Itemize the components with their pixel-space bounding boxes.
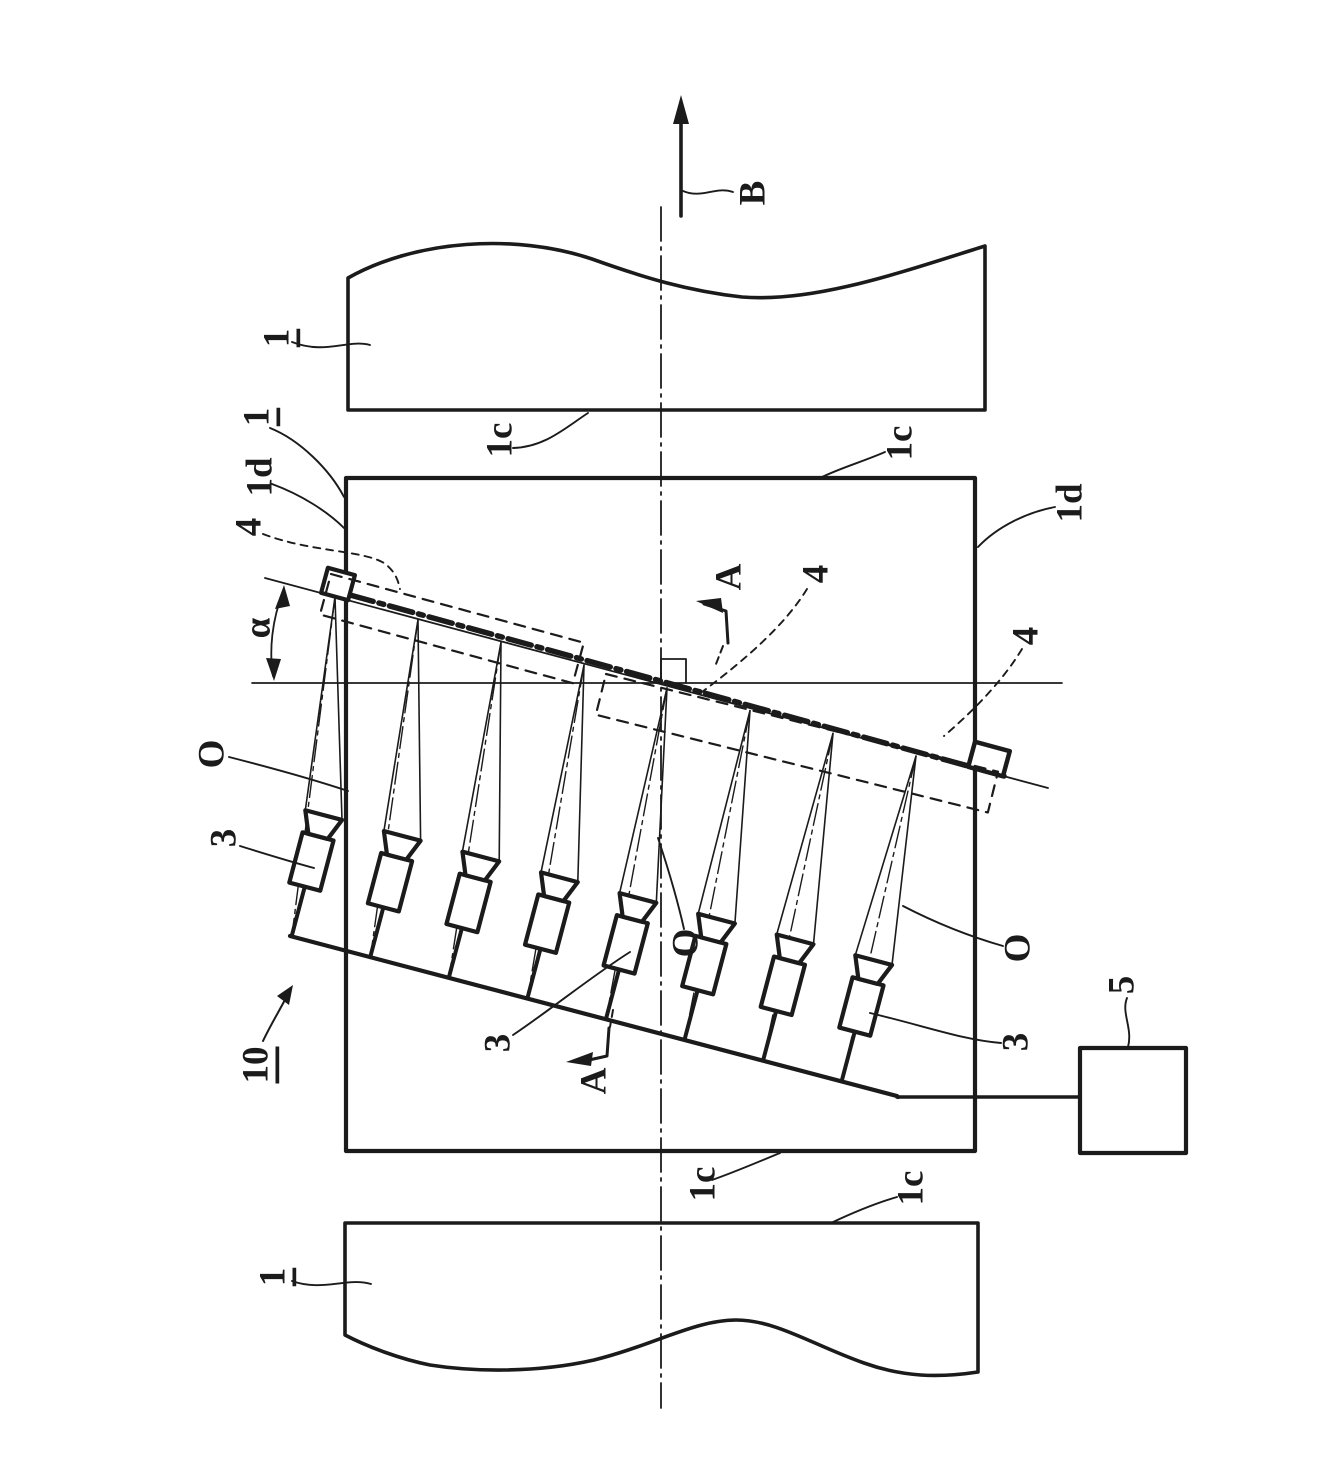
print-unit xyxy=(444,849,502,979)
leader-onec-bot-left xyxy=(711,1152,781,1181)
unit-body xyxy=(287,830,336,893)
leader-o-right xyxy=(902,905,1004,947)
label-one-bottom: 1 xyxy=(253,1268,294,1287)
leader-four-mid xyxy=(701,588,808,693)
label-five: 5 xyxy=(1102,976,1143,995)
leader-one-bottom xyxy=(291,1280,372,1287)
left-end-cap xyxy=(318,565,358,603)
label-three-left: 3 xyxy=(204,829,245,848)
print-unit xyxy=(837,953,895,1082)
leader-oned-left xyxy=(271,483,345,529)
label-oneD-right: 1d xyxy=(1050,483,1091,523)
label-ten: 10 xyxy=(236,1047,277,1084)
label-four-left: 4 xyxy=(229,518,270,537)
b-arrow xyxy=(673,95,689,218)
leader-onec-top-left xyxy=(512,412,589,449)
label-one-top: 1 xyxy=(257,329,298,348)
head-outline-b xyxy=(594,672,1000,814)
projection-cone xyxy=(461,641,502,863)
print-unit xyxy=(680,911,737,1041)
upper-web xyxy=(346,241,987,412)
projection-cone xyxy=(383,618,422,842)
label-three-mid: 3 xyxy=(478,1034,519,1053)
leader-one-main xyxy=(269,427,345,498)
print-unit xyxy=(365,828,423,958)
label-three-right: 3 xyxy=(996,1033,1037,1052)
label-alpha: α xyxy=(238,617,279,638)
label-b: B xyxy=(733,181,774,206)
projection-cone xyxy=(618,687,668,904)
leader-three-mid xyxy=(512,951,631,1036)
head-bar xyxy=(347,592,1007,779)
print-unit xyxy=(758,932,816,1062)
leader-oned-right xyxy=(977,506,1056,548)
label-oneC-bot-right: 1c xyxy=(891,1171,932,1206)
label-oneC-top-left: 1c xyxy=(480,423,521,458)
ten-arrow xyxy=(262,985,293,1042)
leader-b xyxy=(682,189,734,195)
alpha-angle-arrow xyxy=(266,585,290,681)
projection-cone xyxy=(304,596,343,821)
leader-three-left xyxy=(239,845,315,869)
leader-four-left xyxy=(262,533,401,590)
leader-four-right xyxy=(943,648,1023,737)
label-four-right: 4 xyxy=(1006,627,1047,646)
section-arrow-a-top xyxy=(696,598,730,665)
label-one-main: 1 xyxy=(237,408,278,427)
leader-five xyxy=(1124,997,1131,1048)
section-arrow-a-bottom xyxy=(566,1009,614,1066)
projection-cone xyxy=(775,732,834,945)
label-oneD-left: 1d xyxy=(240,457,281,497)
projection-cone xyxy=(854,755,917,966)
label-four-mid: 4 xyxy=(796,565,837,584)
leader-one-top xyxy=(291,341,371,349)
print-unit xyxy=(522,870,580,1000)
sensor-step xyxy=(660,658,687,684)
leader-o-left xyxy=(228,756,349,792)
leader-o-mid xyxy=(657,837,685,930)
leader-three-right xyxy=(869,1012,1002,1044)
projection-cone xyxy=(697,709,751,925)
label-o-left: O xyxy=(192,740,233,769)
leader-onec-top-right xyxy=(819,451,886,479)
label-o-right: O xyxy=(998,934,1039,963)
label-oneC-bot-left: 1c xyxy=(683,1167,724,1202)
label-o-mid: O xyxy=(666,929,707,958)
projection-cone xyxy=(540,664,585,883)
controller-box xyxy=(1077,1045,1189,1156)
leader-onec-bot-right xyxy=(830,1196,898,1224)
label-a-bottom: A xyxy=(574,1067,615,1094)
optical-axis-line xyxy=(762,732,834,1060)
optical-axis-line xyxy=(841,755,917,1081)
label-a-top: A xyxy=(709,563,750,590)
label-oneC-top-right: 1c xyxy=(880,426,921,461)
print-unit xyxy=(287,808,345,937)
